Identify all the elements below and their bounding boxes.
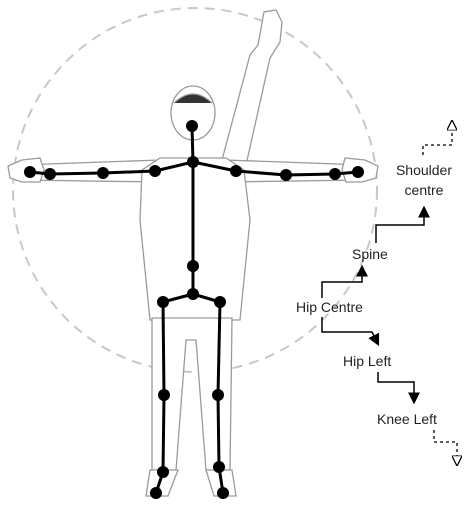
arrow-to-child-dashed: [434, 430, 457, 464]
joint-ankle-left: [213, 461, 225, 473]
joint-wrist-left: [329, 168, 341, 180]
joint-wrist-right: [44, 168, 56, 180]
joint-hand-right: [24, 166, 36, 178]
arrow-hipcentre-to-hipleft: [322, 317, 378, 344]
joint-foot-right: [150, 487, 162, 499]
joint-ankle-right: [157, 466, 169, 478]
arrow-hipcentre-to-spine: [322, 267, 362, 298]
label-hip-left: Hip Left: [343, 353, 391, 369]
arrow-to-parent-dashed: [423, 122, 452, 155]
joint-shoulder-right: [149, 165, 161, 177]
joint-shoulder-centre: [187, 156, 199, 168]
joint-hip-centre: [187, 288, 199, 300]
joint-head: [186, 120, 198, 132]
label-shoulder-centre-line2: centre: [384, 182, 464, 198]
joint-elbow-left: [280, 169, 292, 181]
joint-spine: [187, 260, 199, 272]
joint-knee-left: [212, 389, 224, 401]
joint-hand-left: [352, 166, 364, 178]
label-shoulder-centre-line1: Shoulder: [384, 162, 464, 178]
arrow-hipleft-to-kneeleft: [378, 372, 414, 402]
label-knee-left: Knee Left: [377, 411, 437, 427]
arrow-spine-to-shoulder: [376, 208, 424, 243]
label-spine: Spine: [352, 246, 388, 262]
joint-elbow-right: [97, 167, 109, 179]
label-hip-centre: Hip Centre: [296, 299, 363, 315]
joint-hip-left: [214, 296, 226, 308]
joint-hip-right: [157, 296, 169, 308]
joint-shoulder-left: [230, 165, 242, 177]
joint-knee-right: [158, 389, 170, 401]
joint-foot-left: [217, 487, 229, 499]
